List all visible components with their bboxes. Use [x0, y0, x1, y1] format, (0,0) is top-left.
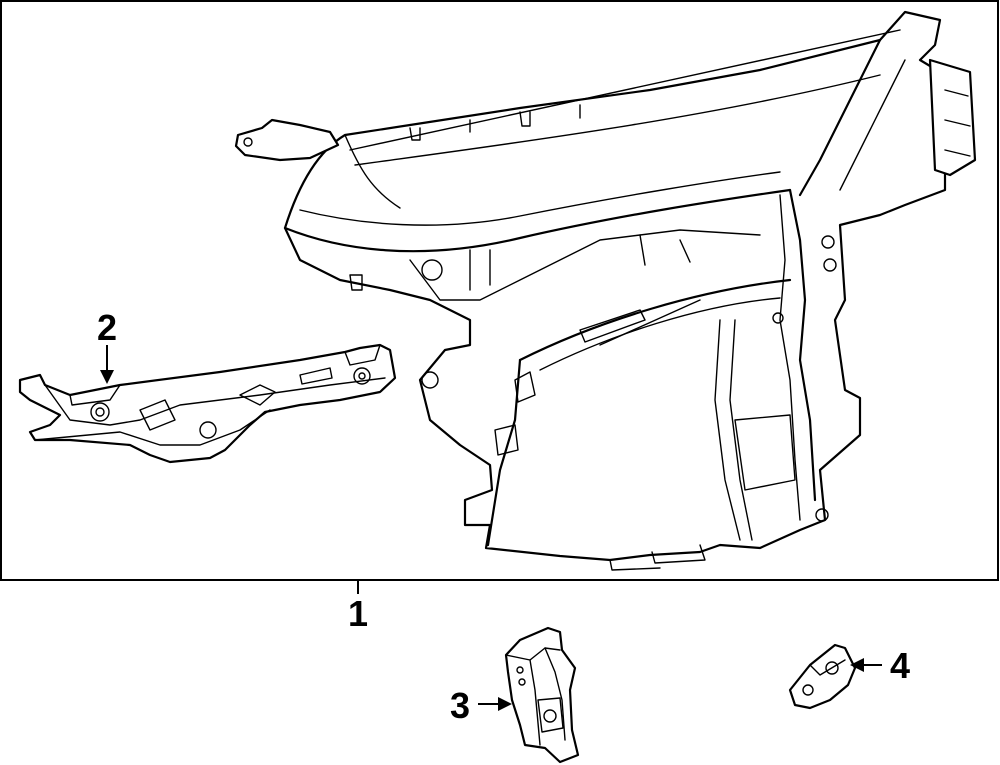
small-bracket — [504, 626, 580, 764]
callout-3-arrow — [478, 697, 512, 711]
callout-4-arrow — [850, 658, 882, 672]
callout-4: 4 — [889, 645, 911, 686]
callout-1: 1 — [347, 593, 369, 634]
clip — [788, 643, 857, 710]
callout-2: 2 — [96, 307, 118, 348]
assembly-frame — [0, 0, 999, 581]
mounting-bracket — [18, 343, 397, 464]
callout-2-arrow — [100, 345, 114, 384]
headlamp-assembly — [234, 10, 977, 571]
callout-3: 3 — [449, 685, 471, 726]
